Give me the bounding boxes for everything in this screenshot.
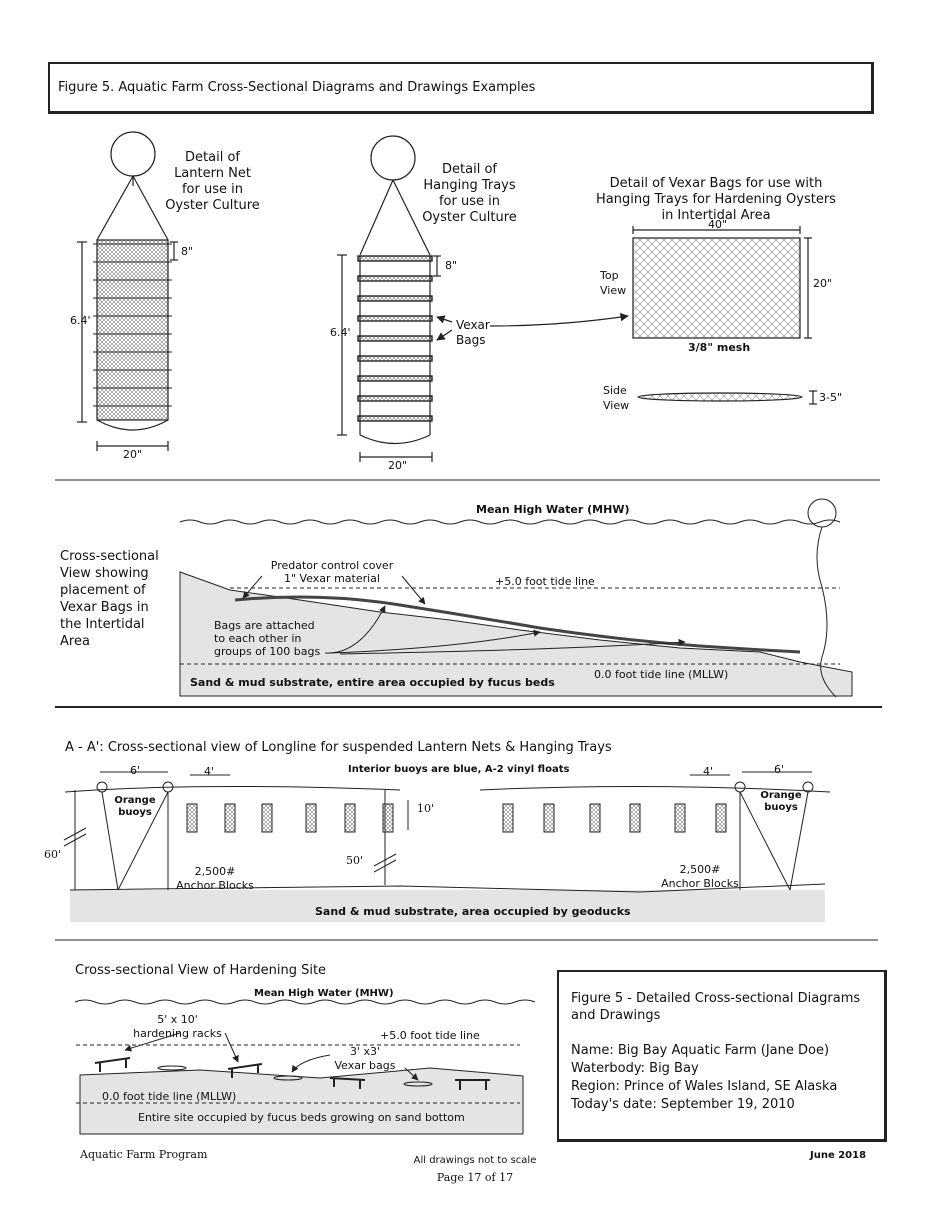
info-name: Name: Big Bay Aquatic Farm (Jane Doe): [571, 1043, 830, 1058]
figure-info-box: [557, 970, 887, 1142]
info-region: Region: Prince of Wales Island, SE Alask…: [571, 1079, 838, 1094]
hardening-substrate-label: Entire site occupied by fucus beds growi…: [138, 1111, 465, 1124]
figure-header-box: [48, 62, 874, 114]
longline-title: A - A': Cross-sectional view of Longline…: [65, 740, 612, 755]
info-date: Today's date: September 19, 2010: [571, 1097, 795, 1112]
vexar-dim-3-5: 3-5": [819, 391, 843, 404]
info-title: Figure 5 - Detailed Cross-sectional Diag…: [571, 991, 861, 1023]
intertidal-plus5-tide-label: +5.0 foot tide line: [495, 575, 595, 588]
longline-dim-6-left: 6': [130, 764, 141, 777]
lantern-dim-width: 20": [123, 448, 143, 461]
hardening-site-title: Cross-sectional View of Hardening Site: [75, 963, 327, 978]
footer-date: June 2018: [810, 1150, 867, 1161]
footer-not-to-scale: All drawings not to scale: [413, 1155, 537, 1166]
lantern-net-drawing: [77, 131, 178, 451]
trays-dim-width: 20": [388, 459, 408, 472]
anchor-blocks-right-label: 2,500#Anchor Blocks: [661, 863, 739, 890]
info-waterbody: Waterbody: Big Bay: [571, 1061, 699, 1076]
hardening-racks-label: 5' x 10'hardening racks: [133, 1013, 222, 1040]
footer-program: Aquatic Farm Program: [80, 1148, 208, 1161]
vexar-dim-40: 40": [708, 218, 728, 231]
longline-dim-60: 60': [44, 848, 62, 861]
anchor-blocks-left-label: 2,500#Anchor Blocks: [176, 865, 254, 892]
longline-dim-10: 10': [417, 802, 435, 815]
longline-cross-section: [63, 771, 831, 922]
interior-buoys-note: Interior buoys are blue, A-2 vinyl float…: [348, 764, 570, 775]
longline-dim-4-right: 4': [703, 765, 714, 778]
hardening-plus5-tide-label: +5.0 foot tide line: [380, 1029, 480, 1042]
lantern-dim-height: 6.4': [70, 314, 91, 327]
hardening-vexar-bags-label: 3' x3'Vexar bags: [334, 1045, 396, 1072]
intertidal-cross-section: [179, 498, 853, 698]
longline-substrate-label: Sand & mud substrate, area occupied by g…: [315, 905, 631, 918]
vexar-dim-20: 20": [813, 277, 833, 290]
mesh-label: 3/8" mesh: [688, 341, 751, 354]
vexar-bag-detail-drawing: [632, 226, 817, 405]
hardening-site-cross-section: [74, 999, 536, 1135]
longline-dim-50: 50': [346, 854, 364, 867]
hardening-mhw-label: Mean High Water (MHW): [254, 988, 394, 999]
longline-dim-6-right: 6': [774, 763, 785, 776]
intertidal-substrate-label: Sand & mud substrate, entire area occupi…: [190, 676, 555, 689]
intertidal-zero-tide-label: 0.0 foot tide line (MLLW): [594, 668, 729, 681]
hardening-zero-tide-label: 0.0 foot tide line (MLLW): [102, 1090, 237, 1103]
info-details: Name: Big Bay Aquatic Farm (Jane Doe) Wa…: [571, 1042, 837, 1114]
footer-page-number: Page 17 of 17: [436, 1171, 514, 1184]
trays-dim-8: 8": [445, 259, 458, 272]
hanging-trays-drawing: [337, 135, 629, 462]
figure-title: Figure 5. Aquatic Farm Cross-Sectional D…: [58, 80, 536, 95]
longline-dim-4-left: 4': [204, 765, 215, 778]
lantern-dim-8: 8": [181, 245, 194, 258]
intertidal-mhw-label: Mean High Water (MHW): [476, 503, 630, 516]
trays-dim-height: 6.4': [330, 326, 351, 339]
